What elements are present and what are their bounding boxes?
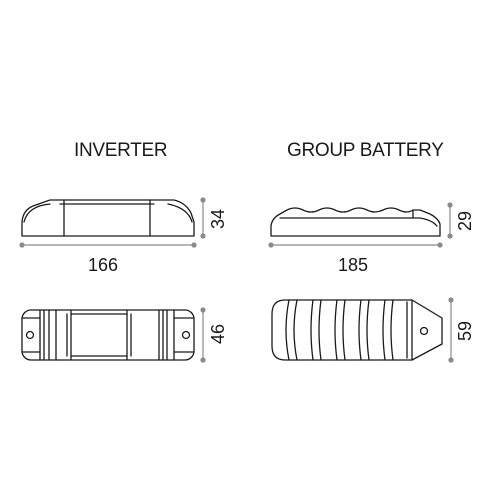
battery-height-label: 29: [455, 210, 476, 232]
inverter-length-label: 166: [88, 255, 119, 275]
inverter-width-label: 46: [208, 323, 229, 345]
inverter-side-view: [22, 200, 194, 236]
battery-title: GROUP BATTERY: [287, 140, 444, 161]
battery-top-view: [272, 300, 442, 360]
inverter-width-dimension-line: [201, 308, 205, 362]
inverter-length-dimension-line: [20, 243, 196, 247]
inverter-top-view: [22, 310, 194, 360]
battery-height-dimension-line: [448, 203, 452, 238]
battery-width-label: 59: [455, 320, 476, 342]
inverter-height-label: 34: [208, 208, 229, 230]
battery-width-dimension-line: [449, 298, 453, 362]
battery-length-label: 185: [338, 255, 369, 275]
battery-side-view: [271, 208, 440, 236]
battery-length-dimension-line: [269, 243, 442, 247]
inverter-height-dimension-line: [201, 198, 205, 238]
inverter-title: INVERTER: [74, 140, 168, 161]
